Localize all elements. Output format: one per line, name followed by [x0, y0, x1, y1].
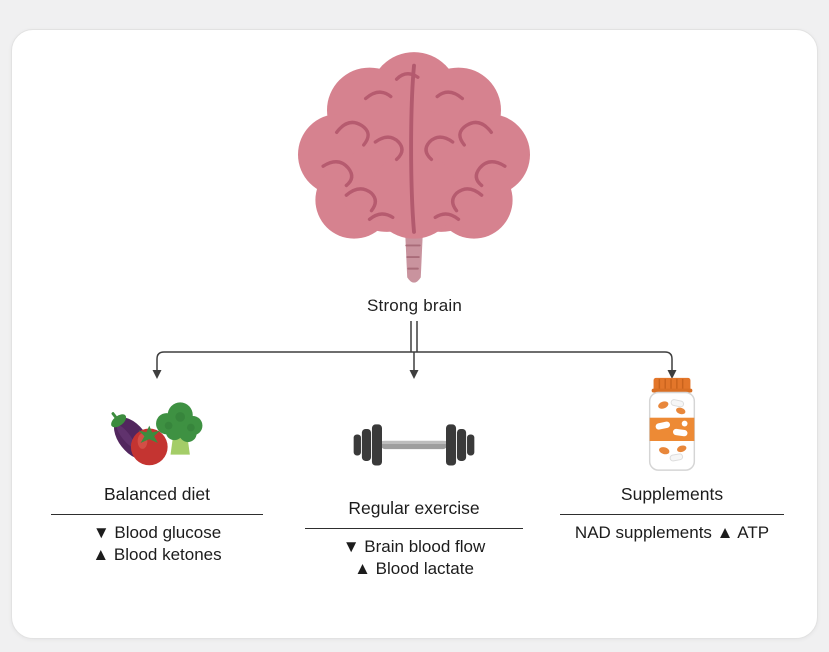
brain-icon-svg	[298, 52, 530, 283]
bullet-item: ▼ Blood glucose	[92, 523, 222, 542]
column-regular-exercise: Regular exercise ▼ Brain blood flow ▲ Bl…	[294, 378, 534, 581]
bullet-item: ▲ Blood ketones	[92, 545, 222, 565]
column-title: Regular exercise	[348, 498, 480, 518]
title-divider	[51, 514, 263, 515]
column-title: Supplements	[620, 484, 724, 504]
column-title: Balanced diet	[103, 484, 211, 504]
bullet-item: ▲ Blood lactate	[354, 559, 474, 579]
supplement-bottle-icon	[637, 377, 707, 474]
bullet-item: ▼ Brain blood flow	[342, 537, 486, 556]
dumbbell-icon-svg	[353, 424, 475, 466]
bullet-item: NAD supplements ▲ ATP	[574, 523, 770, 542]
supplement-bottle-icon-svg	[648, 377, 696, 471]
vegetables-icon-svg	[111, 402, 203, 466]
column-balanced-diet: Balanced diet ▼ Blood glucose ▲ Blood ke…	[37, 378, 277, 567]
column-supplements: Supplements NAD supplements ▲ ATP	[552, 377, 792, 544]
dumbbell-icon	[350, 378, 478, 488]
root-label: Strong brain	[366, 296, 462, 315]
brain-icon	[269, 40, 559, 302]
title-divider	[560, 514, 784, 515]
title-divider	[305, 528, 523, 529]
vegetables-icon	[99, 378, 215, 474]
